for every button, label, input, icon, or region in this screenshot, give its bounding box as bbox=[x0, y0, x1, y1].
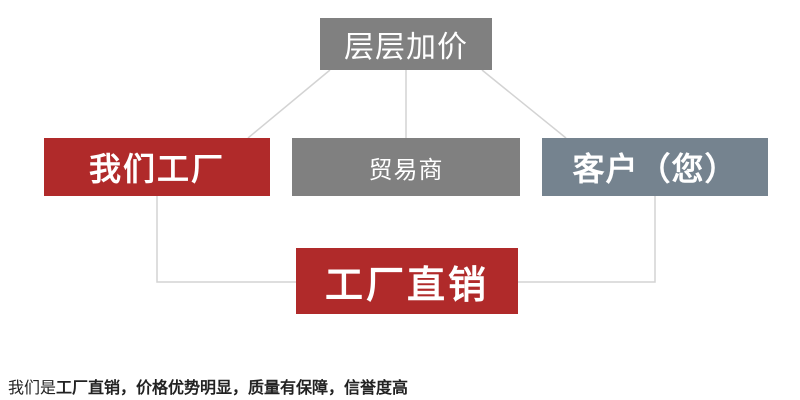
connector-left-to-bottom bbox=[156, 196, 296, 283]
factory-direct-box: 工厂直销 bbox=[296, 248, 518, 314]
trader-box: 贸易商 bbox=[292, 138, 520, 196]
caption-strong: 工厂直销，价格优势明显，质量有保障，信誉度高 bbox=[56, 378, 409, 397]
caption-plain: 我们是 bbox=[8, 378, 57, 397]
markup-layers-box: 层层加价 bbox=[320, 18, 492, 70]
customer-box: 客户（您） bbox=[542, 138, 768, 196]
caption-text: 我们是工厂直销，价格优势明显，质量有保障，信誉度高 bbox=[8, 374, 408, 398]
price-comparison-diagram: 层层加价 我们工厂 贸易商 客户（您） 工厂直销 bbox=[44, 18, 768, 314]
connector-lines bbox=[156, 69, 656, 283]
connector-right-to-bottom bbox=[518, 196, 656, 283]
connector-top-to-left bbox=[247, 69, 331, 139]
connector-top-to-right bbox=[481, 69, 567, 139]
our-factory-box: 我们工厂 bbox=[44, 138, 270, 196]
